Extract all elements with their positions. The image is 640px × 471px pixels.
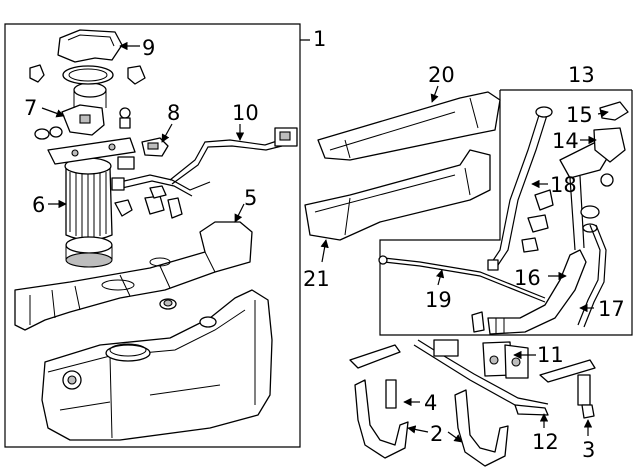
heat-shield bbox=[317, 91, 501, 161]
callout-21: 21 bbox=[303, 267, 330, 291]
callout-9: 9 bbox=[142, 36, 155, 60]
callout-13: 13 bbox=[568, 63, 595, 87]
callout-2: 2 bbox=[430, 422, 443, 446]
callout-18: 18 bbox=[550, 173, 577, 197]
leader-lines bbox=[41, 41, 609, 443]
filler-pipe-assembly bbox=[487, 101, 629, 271]
callout-20: 20 bbox=[428, 63, 455, 87]
filter-ring bbox=[65, 236, 113, 268]
fuel-line-19 bbox=[378, 255, 546, 303]
callout-16: 16 bbox=[514, 266, 541, 290]
fuel-level-sender bbox=[34, 82, 131, 140]
pump-flange bbox=[159, 298, 177, 310]
tank-strap-right bbox=[454, 389, 509, 467]
callout-5: 5 bbox=[244, 186, 257, 210]
electrical-connector bbox=[141, 137, 169, 157]
group-box-1 bbox=[4, 23, 310, 448]
filler-hose bbox=[487, 249, 587, 335]
tank-shield bbox=[304, 149, 491, 241]
wiring-harness bbox=[111, 127, 298, 219]
callout-11: 11 bbox=[537, 343, 564, 367]
lock-ring bbox=[62, 65, 114, 85]
pump-shield bbox=[57, 29, 123, 63]
callout-15: 15 bbox=[566, 103, 593, 127]
skid-shield bbox=[14, 221, 253, 331]
callout-3: 3 bbox=[582, 438, 595, 462]
tank-strap-left bbox=[349, 344, 409, 459]
callout-10: 10 bbox=[232, 101, 259, 125]
group-box-13 bbox=[379, 90, 633, 336]
callout-19: 19 bbox=[425, 288, 452, 312]
callout-14: 14 bbox=[552, 129, 579, 153]
strap-bracket-12 bbox=[514, 404, 549, 416]
callout-7: 7 bbox=[24, 96, 37, 120]
callout-4: 4 bbox=[424, 391, 437, 415]
strap-bracket-3 bbox=[539, 359, 596, 419]
callout-6: 6 bbox=[32, 193, 45, 217]
callout-12: 12 bbox=[532, 430, 559, 454]
callout-1: 1 bbox=[313, 27, 326, 51]
callout-8: 8 bbox=[167, 101, 180, 125]
callout-17: 17 bbox=[598, 297, 625, 321]
fuel-tank bbox=[41, 289, 273, 441]
